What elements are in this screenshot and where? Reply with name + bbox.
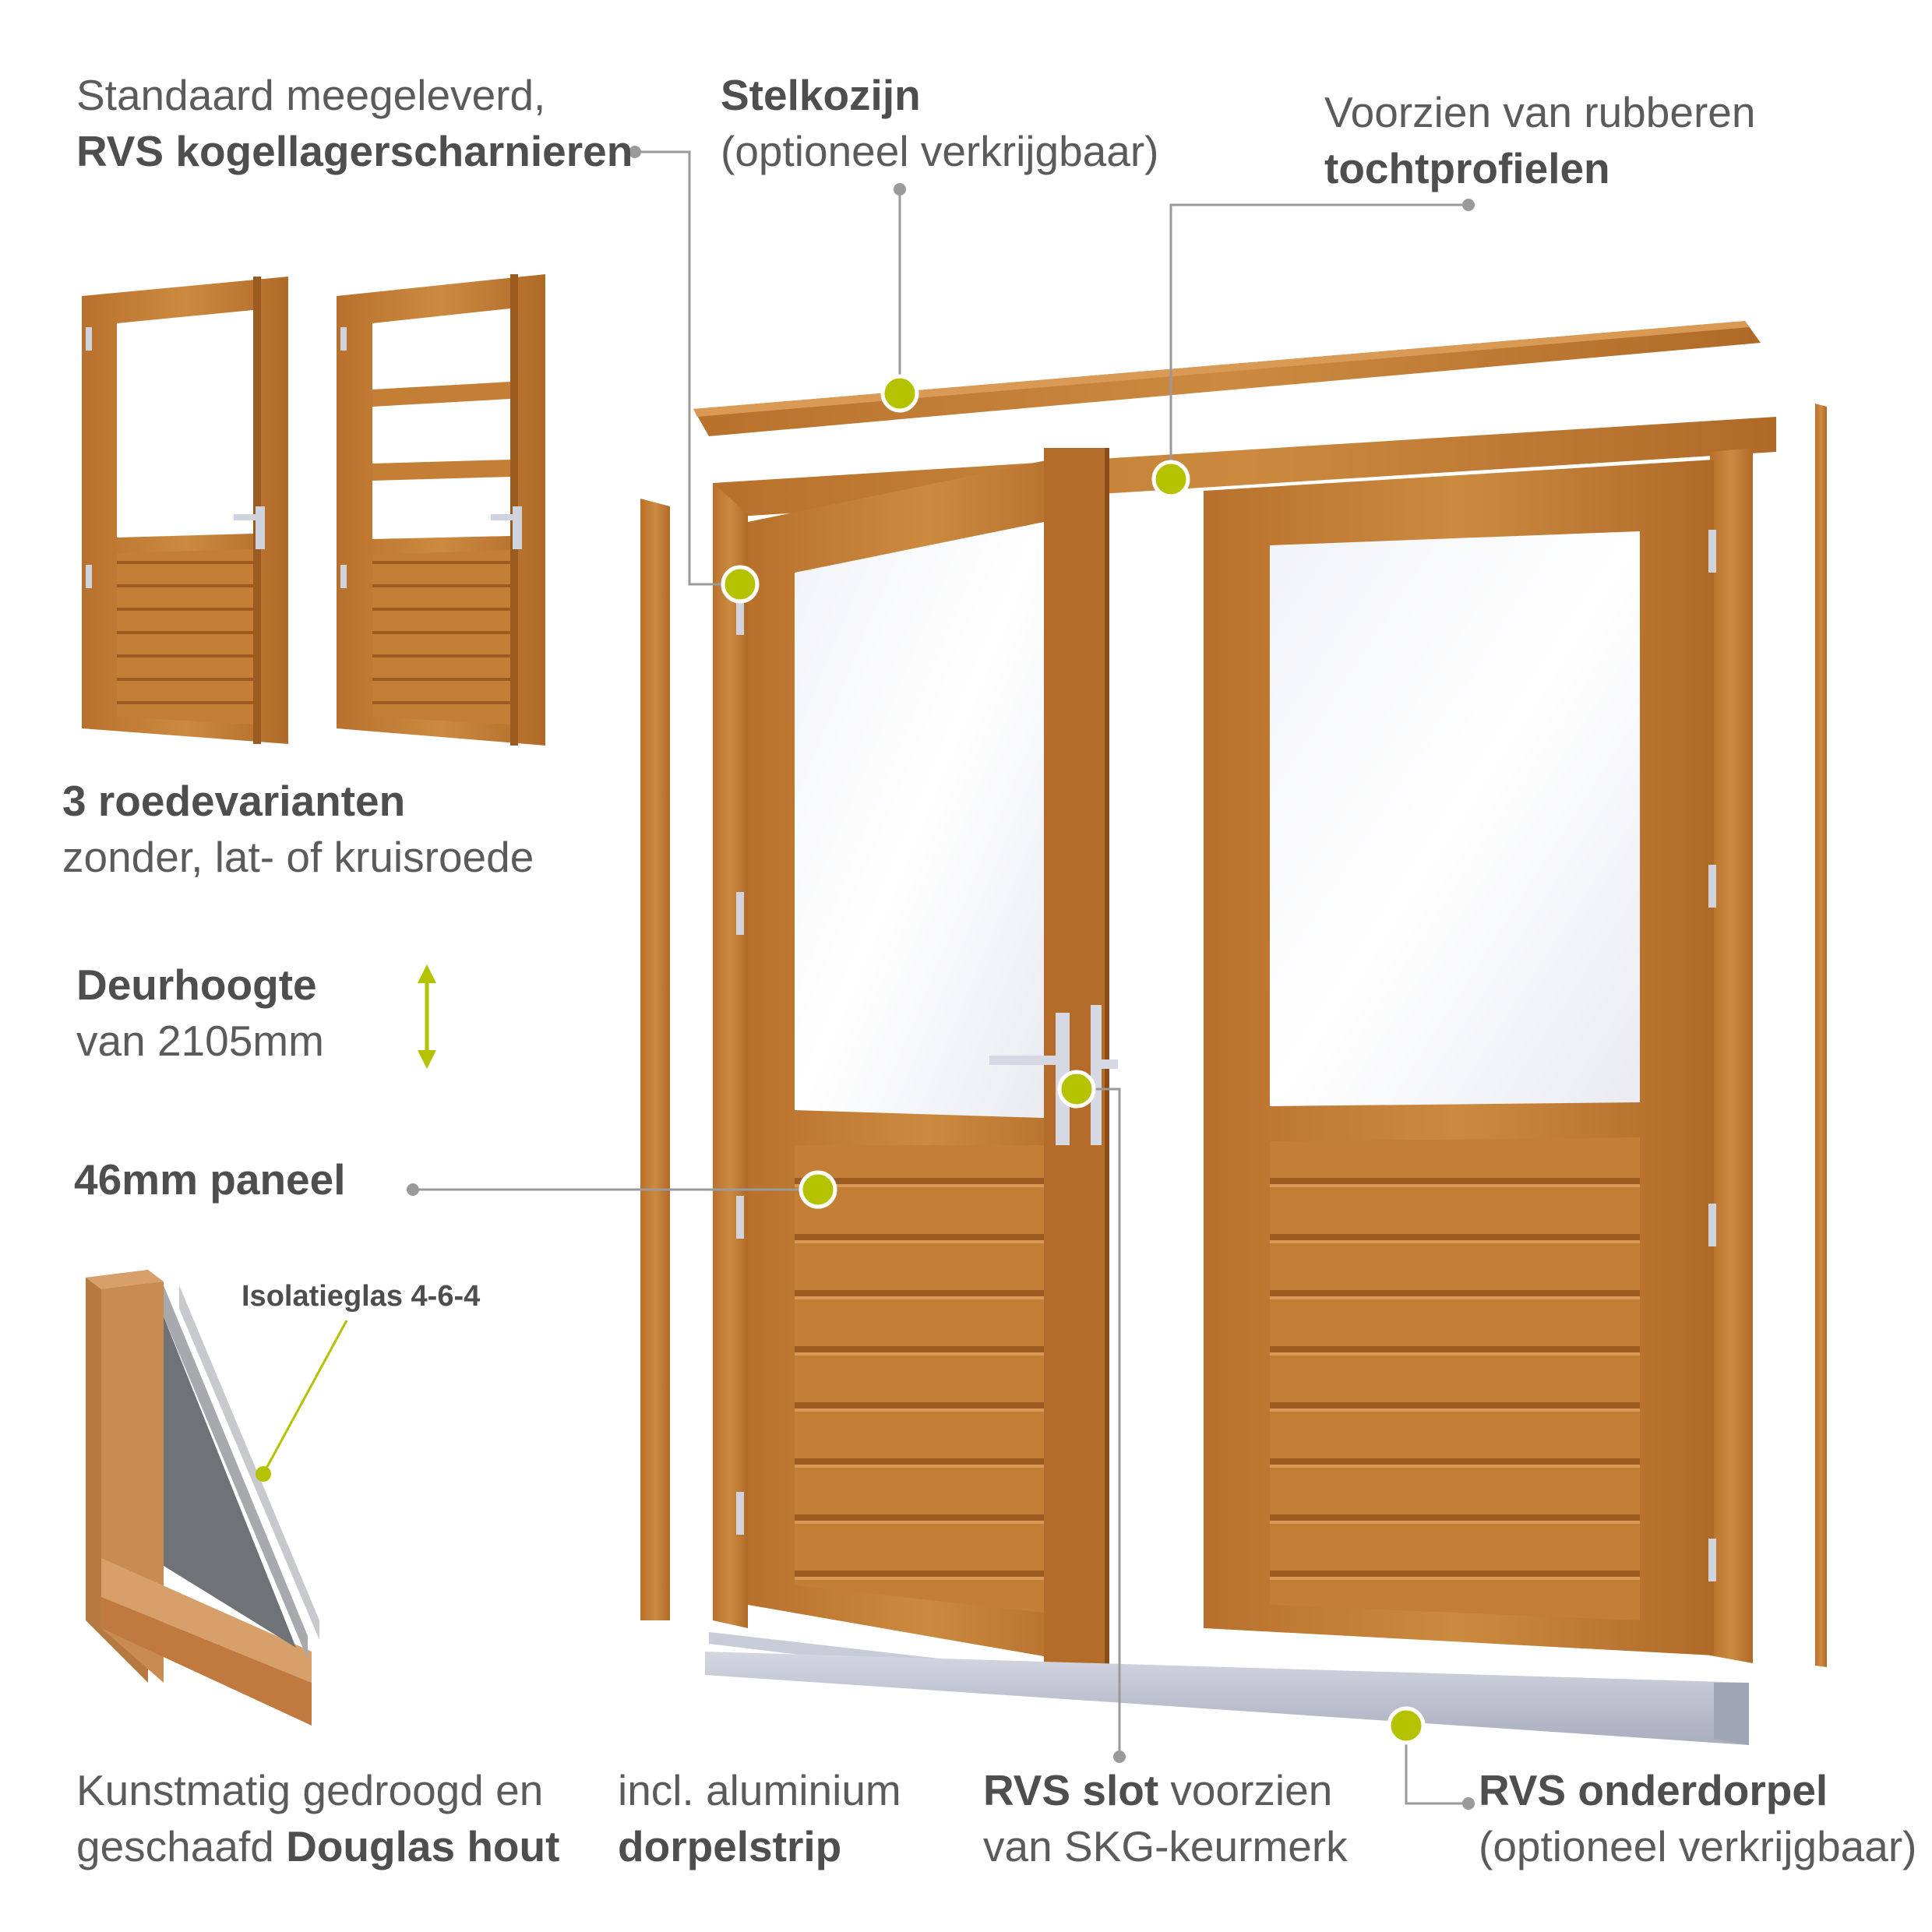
right-door-leaf [1204,460,1714,1655]
wood-line2-bold: Douglas hout [286,1822,560,1870]
lock-bold: RVS slot [983,1766,1159,1814]
handle-icon [256,506,265,549]
leader-dots [407,146,1475,1810]
hinges-line1: Standaard meegeleverd, [76,71,546,119]
panel-label: 46mm paneel [74,1151,346,1208]
height-sub: van 2105mm [76,1017,324,1065]
strip-label: incl. aluminium dorpelstrip [618,1762,901,1874]
variants-label: 3 roedevarianten zonder, lat- of kruisro… [62,773,534,885]
lock-line2: van SKG-keurmerk [983,1822,1348,1870]
draught-line2: tochtprofielen [1324,144,1610,192]
wood-line1: Kunstmatig gedroogd en [76,1766,544,1814]
lock-rest: voorzien [1158,1766,1333,1814]
height-arrow-icon [418,964,436,1069]
draught-label: Voorzien van rubberen tochtprofielen [1324,84,1755,196]
wood-label: Kunstmatig gedroogd en geschaafd Douglas… [76,1762,559,1874]
frame-top-beam [693,321,1761,436]
sill-title: RVS onderdorpel [1479,1766,1828,1814]
frame-title: Stelkozijn [721,71,921,119]
variants-sub: zonder, lat- of kruisroede [62,833,534,881]
glass-label: Isolatieglas 4-6-4 [242,1278,480,1315]
height-title: Deurhoogte [76,961,317,1009]
frame-left-post [640,499,670,1620]
lock-label: RVS slot voorzien van SKG-keurmerk [983,1762,1348,1874]
sill-sub: (optioneel verkrijgbaar) [1479,1822,1917,1870]
wood-line2-prefix: geschaafd [76,1822,287,1870]
sill [705,1652,1749,1745]
lock-line1: RVS slot voorzien [983,1762,1348,1818]
left-door-glass [795,522,1044,1118]
hinges-line2: RVS kogellagerscharnieren [76,127,633,175]
left-door-leaf [748,448,1109,1667]
frame-right-post [1815,404,1827,1667]
frame-label: Stelkozijn (optioneel verkrijgbaar) [721,67,1159,179]
strip-line1: incl. aluminium [618,1766,901,1814]
glass-cross-section [86,1270,319,1726]
thumbnail-door-bars [337,274,545,746]
draught-line1: Voorzien van rubberen [1324,88,1756,136]
thumbnail-door-plain [82,277,288,744]
panel-title: 46mm paneel [74,1155,346,1204]
hinge-icons [736,530,1716,1581]
variants-title: 3 roedevarianten [62,777,406,825]
right-door-glass [1270,531,1640,1106]
strip-line2: dorpelstrip [618,1822,842,1870]
frame-sub: (optioneel verkrijgbaar) [721,127,1159,175]
glass-title: Isolatieglas 4-6-4 [242,1280,481,1313]
wood-line2: geschaafd Douglas hout [76,1818,559,1874]
hinges-label: Standaard meegeleverd, RVS kogellagersch… [76,67,633,179]
glass-callout-dot [256,1466,271,1482]
right-door-planks [1270,1137,1640,1620]
callout-dots [721,374,1426,1745]
left-door-planks [795,1145,1044,1613]
sill-label: RVS onderdorpel (optioneel verkrijgbaar) [1479,1762,1917,1874]
height-label: Deurhoogte van 2105mm [76,957,324,1069]
